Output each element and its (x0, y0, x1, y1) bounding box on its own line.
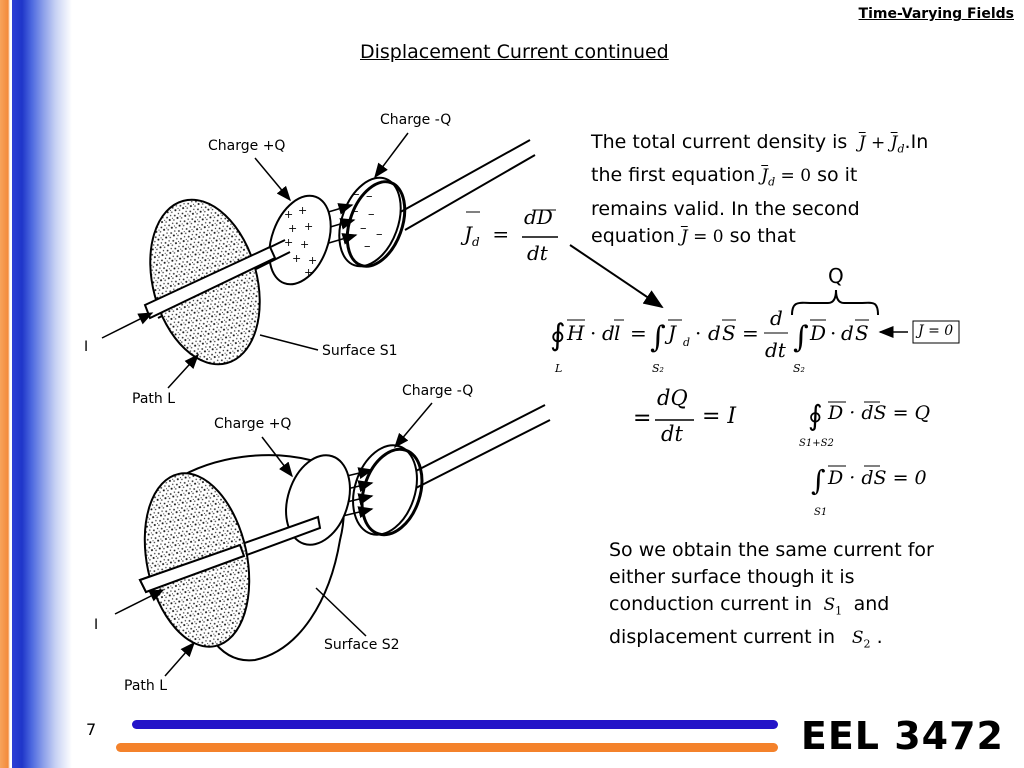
label-charge-plus-bottom: Charge +Q (214, 416, 292, 432)
figure-top: –– –– –– – ++ ++ ++ ++ + (101, 132, 536, 389)
svg-text:+: + (298, 204, 307, 217)
svg-text:–: – (360, 221, 367, 236)
equation-ampere: ∮ L H · d l = ∫ S₂ J d · d S = d dt ∫ S₂… (550, 289, 879, 375)
svg-text:d: d (770, 306, 783, 330)
svg-text:l: l (614, 321, 620, 345)
svg-text:+: + (284, 236, 293, 249)
label-charge-plus-top: Charge +Q (208, 138, 286, 154)
math-j-zero: J = 0 (680, 226, 724, 247)
equation-jd-definition (466, 209, 558, 238)
svg-text:∫: ∫ (811, 464, 826, 497)
eq-jd-den: dt (527, 241, 548, 265)
slide-title: Displacement Current continued (360, 41, 669, 63)
label-brace-q: Q (828, 264, 844, 288)
label-charge-minus-top: Charge -Q (380, 112, 452, 128)
eq-dt: dt (661, 422, 683, 446)
page-number: 7 (86, 720, 97, 739)
eq-jd-lhs: Jd = (464, 222, 510, 249)
equation-gauss-s1: ∫ (811, 464, 880, 497)
svg-text:+: + (304, 266, 313, 279)
left-decorative-bar (0, 0, 72, 768)
eq-gauss-s1-text: D · dS = 0 (828, 467, 927, 489)
svg-text:D: D (809, 321, 826, 345)
course-code: EEL 3472 (800, 714, 1004, 758)
label-charge-minus-bottom: Charge -Q (402, 383, 474, 399)
svg-text:d: d (708, 321, 721, 345)
jd-pointer-arrow (569, 244, 664, 309)
math-s2: S2 (841, 628, 871, 651)
eq-equals-i: = I (702, 404, 737, 429)
svg-text:+: + (292, 252, 301, 265)
svg-text:J: J (664, 321, 677, 345)
equation-gauss-closed: ∮ (808, 399, 880, 432)
footer-rule-blue (132, 720, 778, 729)
eq-dq: dQ (657, 386, 688, 410)
svg-text:∫: ∫ (793, 320, 809, 355)
svg-text:·: · (830, 321, 836, 345)
paragraph-bottom: So we obtain the same current for either… (609, 539, 934, 651)
figure-bottom (114, 402, 551, 677)
svg-text:S₂: S₂ (793, 362, 805, 375)
svg-text:S: S (722, 321, 736, 345)
svg-text:L: L (554, 362, 562, 375)
svg-text:∮: ∮ (808, 399, 823, 432)
svg-text:·: · (590, 321, 596, 345)
svg-text:d: d (602, 321, 615, 345)
svg-text:+: + (304, 220, 313, 233)
label-path-top: Path L (132, 391, 176, 407)
svg-text:+: + (308, 254, 317, 267)
label-path-bottom: Path L (124, 678, 168, 694)
svg-text:–: – (366, 189, 373, 204)
footer-rule-orange (116, 743, 778, 752)
svg-text:d: d (841, 321, 854, 345)
svg-text:∮: ∮ (550, 318, 566, 353)
svg-text:+: + (288, 222, 297, 235)
eq-gauss-closed-text: D · dS = Q (828, 402, 931, 424)
svg-text:dt: dt (765, 338, 787, 362)
math-s1: S1 (818, 595, 843, 618)
svg-text:·: · (695, 321, 701, 345)
eq-gauss-s1-sub: S1 (814, 507, 828, 518)
svg-text:∫: ∫ (650, 320, 666, 355)
paragraph-top: The total current density is J + Jd.In t… (591, 131, 929, 247)
eq-second-equals: = (633, 406, 652, 431)
math-jd-zero: Jd = 0 (761, 166, 812, 189)
label-current-bottom: I (94, 617, 99, 633)
svg-text:–: – (376, 227, 383, 242)
eq-jd-num: dD (524, 205, 553, 229)
svg-text:S₂: S₂ (652, 362, 664, 375)
header-title: Time-Varying Fields (858, 6, 1014, 22)
svg-text:–: – (353, 187, 360, 202)
math-j-plus-jd: J + Jd (858, 133, 905, 156)
boxed-j-zero (912, 320, 960, 344)
label-current-top: I (84, 339, 89, 355)
svg-text:=: = (630, 321, 647, 345)
svg-text:H: H (566, 321, 585, 345)
svg-text:+: + (300, 238, 309, 251)
label-surface-s1: Surface S1 (322, 343, 398, 359)
svg-text:d: d (683, 336, 690, 349)
label-surface-s2: Surface S2 (324, 637, 400, 653)
eq-gauss-closed-sub: S1+S2 (799, 438, 834, 449)
svg-text:+: + (284, 208, 293, 221)
svg-text:–: – (368, 207, 375, 222)
boxed-j-zero-text: J = 0 (918, 323, 954, 339)
svg-text:–: – (364, 239, 371, 254)
svg-text:S: S (855, 321, 869, 345)
svg-text:–: – (352, 204, 359, 219)
svg-text:=: = (742, 321, 759, 345)
